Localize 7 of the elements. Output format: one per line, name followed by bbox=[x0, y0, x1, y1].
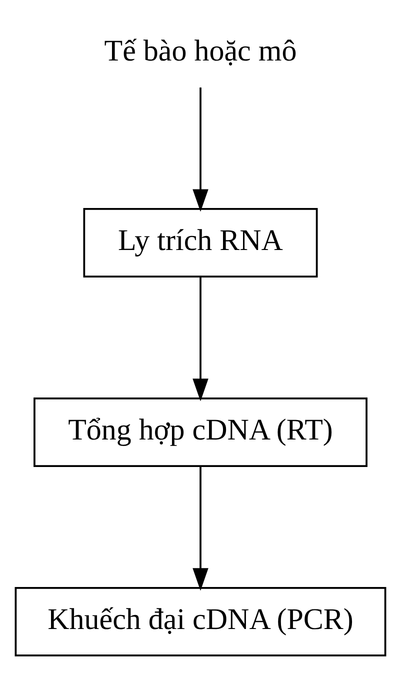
node-box: Tổng hợp cDNA (RT) bbox=[34, 398, 368, 467]
arrow bbox=[192, 88, 208, 212]
node-box: Khuếch đại cDNA (PCR) bbox=[14, 587, 386, 656]
node-box: Ly trích RNA bbox=[83, 208, 318, 278]
arrow bbox=[192, 466, 208, 591]
node-text: Tế bào hoặc mô bbox=[104, 34, 297, 68]
arrow bbox=[192, 276, 208, 402]
